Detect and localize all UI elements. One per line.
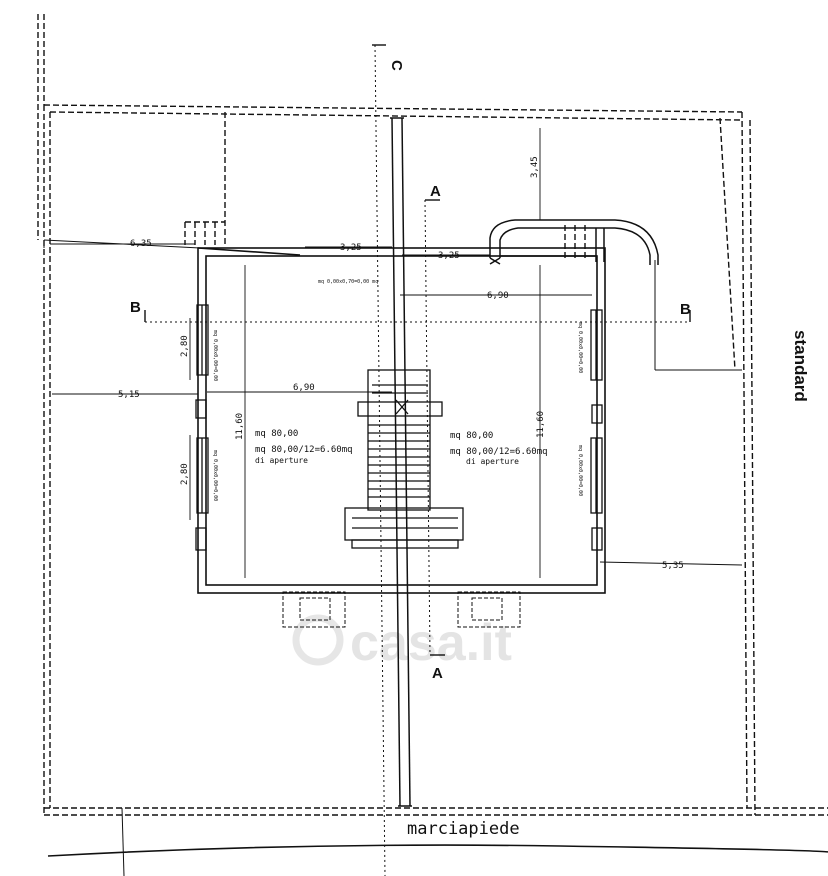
window-note-right-lower: mq 0,00x0,00=0,00 [577, 445, 583, 496]
room-right-annotation: mq 80,00 mq 80,00/12=6.60mq di aperture [450, 431, 548, 466]
section-label-a-top: A [430, 183, 441, 200]
side-label-standard: standard [791, 330, 810, 402]
dimension-11-60-left: 11,60 [235, 413, 245, 440]
dimension-3-25-left: 3,25 [340, 243, 362, 253]
dimension-2-80-top: 2,80 [180, 335, 190, 357]
dimension-lines [50, 128, 592, 578]
room-right-calc: mq 80,00/12=6.60mq [450, 447, 548, 457]
watermark-logo-icon [292, 614, 344, 666]
room-left-area: mq 80,00 [255, 429, 298, 439]
staircase [344, 369, 464, 549]
curved-canopy [489, 219, 659, 265]
dimension-2-80-bottom: 2,80 [180, 463, 190, 485]
front-steps [282, 591, 521, 628]
section-line-a: A A [424, 183, 445, 682]
window-note-right-upper: mq 0,00x0,00=0,00 [577, 322, 583, 373]
dimension-6-35: 6,35 [130, 239, 152, 249]
section-label-b-right: B [680, 301, 691, 318]
room-right-area: mq 80,00 [450, 431, 493, 441]
survey-lines [43, 239, 743, 876]
property-boundary [37, 14, 828, 816]
street-label-marciapiede: marciapiede [407, 819, 520, 839]
section-label-a-bottom: A [432, 665, 443, 682]
watermark: casa.it [292, 614, 512, 672]
section-label-c: C [388, 60, 405, 71]
section-line-c: C [372, 44, 405, 876]
section-line-b: B B [130, 299, 691, 323]
dimension-5-15: 5,15 [118, 390, 140, 400]
room-right-note: di aperture [466, 457, 519, 466]
watermark-text: casa.it [350, 614, 512, 672]
dimension-3-45: 3,45 [530, 156, 540, 178]
room-left-annotation: mq 80,00 mq 80,00/12=6.60mq di aperture [255, 429, 353, 465]
section-label-b-left: B [130, 299, 141, 316]
side-windows [195, 304, 603, 551]
dimension-6-90-top: 6,90 [487, 291, 509, 301]
dimension-6-90-mid: 6,90 [293, 383, 315, 393]
central-party-wall [390, 117, 412, 807]
dimension-5-35: 5,35 [662, 561, 684, 571]
window-note-top: mq 0,00x0,70=0,00 mq [318, 279, 378, 285]
street-curb-line [47, 844, 828, 857]
building-walls [197, 247, 606, 594]
dimension-labels: 6,35 3,25 3,25 3,45 6,90 6,90 5,15 5,35 … [118, 156, 684, 571]
room-left-calc: mq 80,00/12=6.60mq [255, 445, 353, 455]
window-notes: mq 0,00x0,70=0,00 mq mq 0,00x0,00=0,00 m… [212, 279, 583, 501]
room-left-note: di aperture [255, 456, 308, 465]
window-note-left-lower: mq 0,00x0,00=0,00 [212, 450, 218, 501]
dimension-11-60-right: 11,60 [536, 411, 546, 438]
window-note-left-upper: mq 0,00x0,00=0,00 [212, 330, 218, 381]
dimension-3-25-right: 3,25 [438, 251, 460, 261]
